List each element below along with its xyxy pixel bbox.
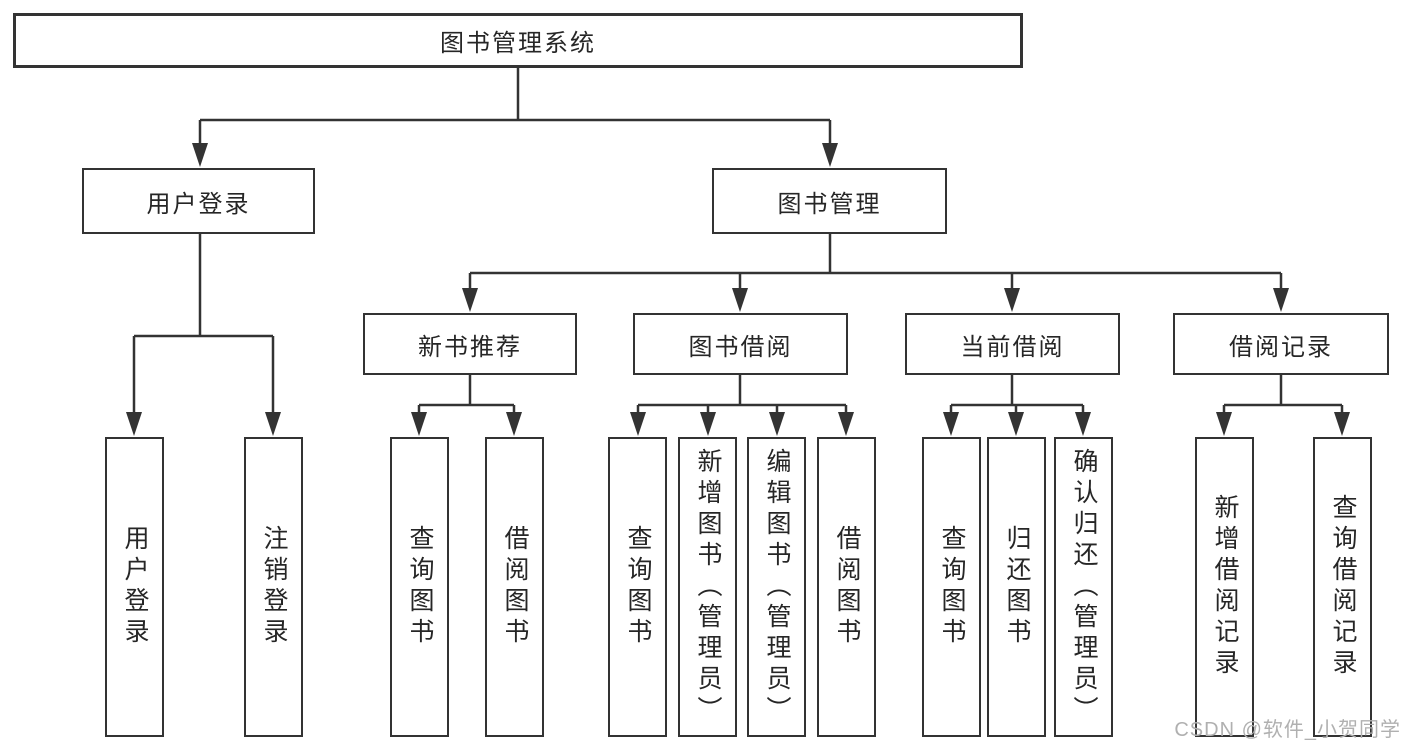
- node-leaf-query-books-recommend: 查询图书: [390, 437, 449, 737]
- node-label: 归还图书: [1003, 525, 1031, 649]
- node-leaf-logout: 注销登录: [244, 437, 303, 737]
- node-label: 借阅图书: [501, 525, 529, 649]
- node-library-management-system: 图书管理系统: [13, 13, 1023, 68]
- node-label: 查询图书: [938, 525, 966, 649]
- node-leaf-borrow-books: 借阅图书: [817, 437, 876, 737]
- node-leaf-borrow-books-recommend: 借阅图书: [485, 437, 544, 737]
- node-leaf-query-borrow-record: 查询借阅记录: [1313, 437, 1372, 737]
- node-book-borrowing: 图书借阅: [633, 313, 848, 375]
- watermark: CSDN @软件_小贺同学: [1174, 719, 1401, 741]
- node-label: 用户登录: [121, 525, 149, 649]
- node-label: 新增借阅记录: [1211, 494, 1239, 680]
- node-label: 查询图书: [406, 525, 434, 649]
- node-borrowing-records: 借阅记录: [1173, 313, 1389, 375]
- arrowheads: [126, 143, 1350, 436]
- node-leaf-add-borrow-record: 新增借阅记录: [1195, 437, 1254, 737]
- node-leaf-query-books-borrowing: 查询图书: [608, 437, 667, 737]
- node-book-management: 图书管理: [712, 168, 947, 234]
- node-new-book-recommend: 新书推荐: [363, 313, 577, 375]
- node-label: 注销登录: [260, 525, 288, 649]
- node-label: 借阅图书: [833, 525, 861, 649]
- node-user-login: 用户登录: [82, 168, 315, 234]
- node-leaf-return-books: 归还图书: [987, 437, 1046, 737]
- node-label: 新增图书（管理员）: [694, 447, 722, 727]
- node-label: 查询图书: [624, 525, 652, 649]
- node-label: 查询借阅记录: [1329, 494, 1357, 680]
- node-leaf-query-books-current: 查询图书: [922, 437, 981, 737]
- node-leaf-add-books-admin: 新增图书（管理员）: [678, 437, 737, 737]
- node-leaf-user-login: 用户登录: [105, 437, 164, 737]
- node-current-borrowing: 当前借阅: [905, 313, 1120, 375]
- node-leaf-confirm-return-admin: 确认归还（管理员）: [1054, 437, 1113, 737]
- node-label: 确认归还（管理员）: [1070, 447, 1098, 727]
- node-leaf-edit-books-admin: 编辑图书（管理员）: [747, 437, 806, 737]
- node-label: 编辑图书（管理员）: [763, 447, 791, 727]
